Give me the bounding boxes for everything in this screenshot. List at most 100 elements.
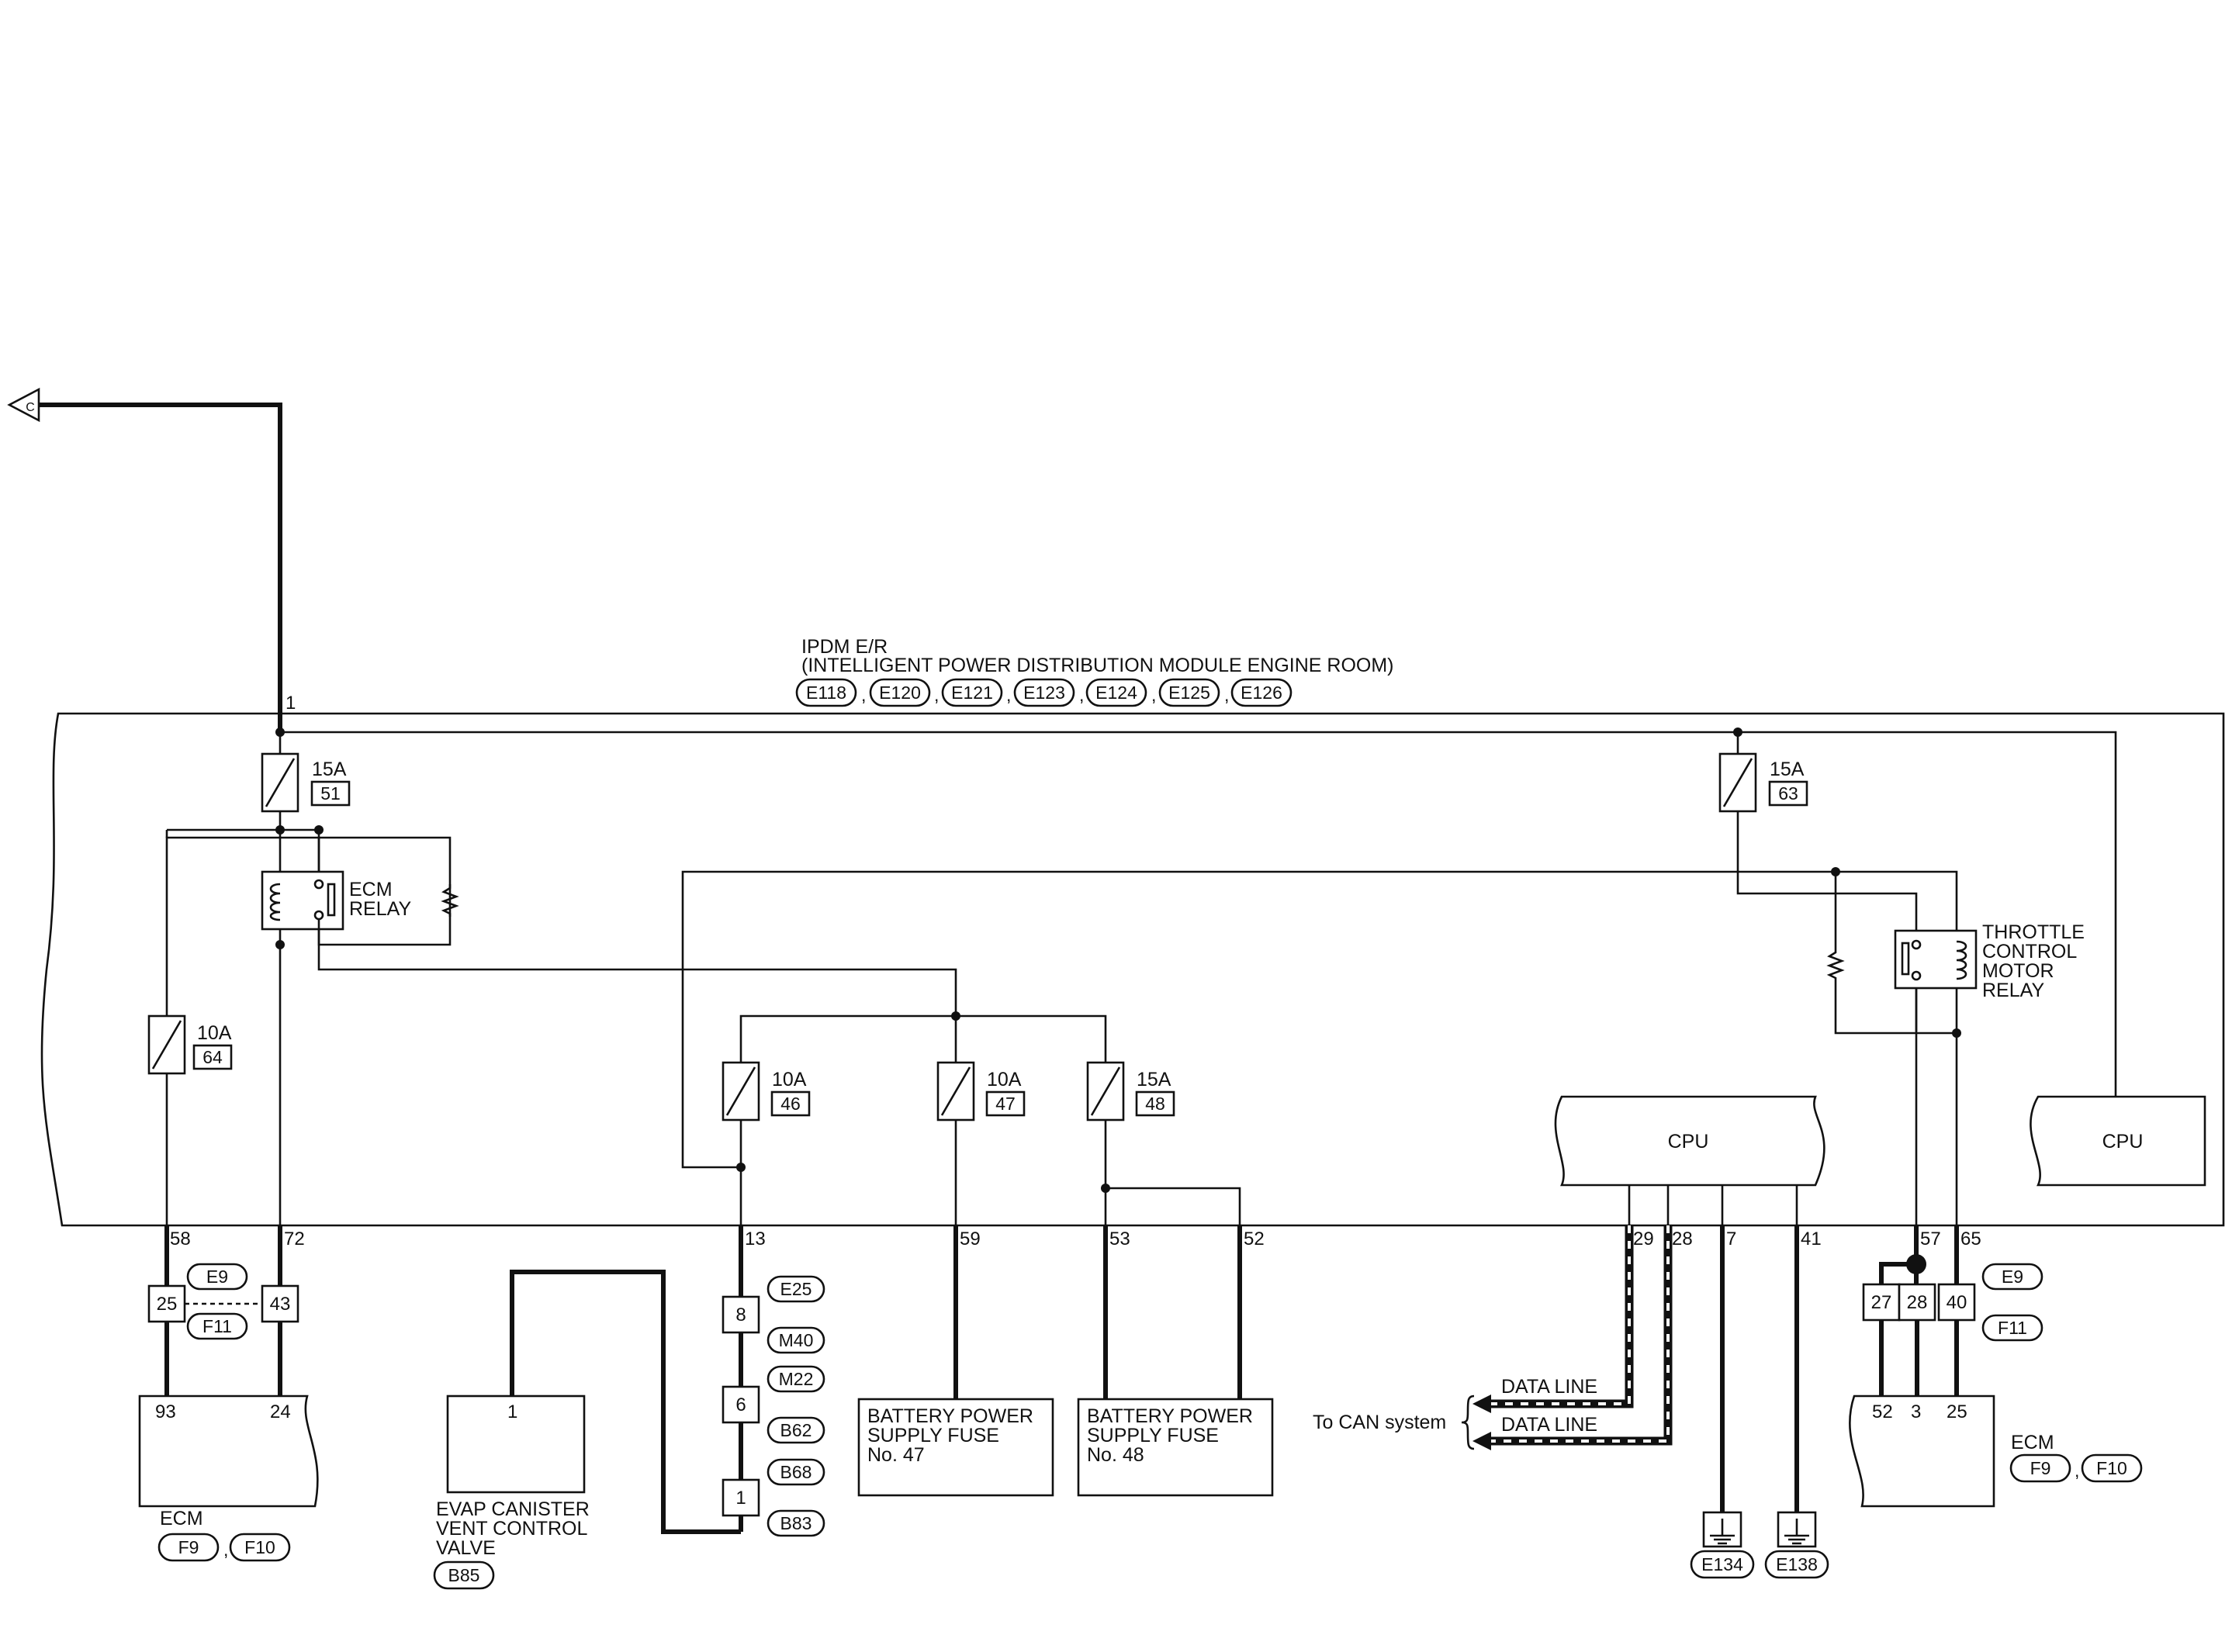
fuse-48-number: 48 <box>1145 1094 1165 1114</box>
ecm-right-label: ECM <box>2011 1432 2054 1453</box>
pin-57: 57 <box>1920 1229 1941 1249</box>
ipdm-module-outline <box>40 712 2225 1227</box>
connector-e25 <box>767 1275 825 1303</box>
connector-f9 <box>157 1533 220 1562</box>
pin-72: 72 <box>284 1229 305 1249</box>
throttle-relay-switch-icon <box>1901 942 1910 976</box>
fuse-64-number-box <box>192 1044 233 1070</box>
throttle-relay <box>1894 929 1978 990</box>
connector-e9-label: E9 <box>2002 1267 2023 1287</box>
fuse-48-element <box>1090 1066 1121 1116</box>
battery-fuse-47-body <box>857 1398 1054 1497</box>
inline-pin-8-label: 8 <box>735 1305 746 1325</box>
ecm-left-outline <box>138 1395 319 1508</box>
throttle-relay-label: CONTROL <box>1982 941 2077 963</box>
fuse-46-number-box <box>770 1090 811 1117</box>
cpu-left-label: CPU <box>1668 1131 1709 1153</box>
fuse-64-rating: 10A <box>197 1022 232 1044</box>
ecm-relay-label: RELAY <box>349 898 411 920</box>
connector-f9-label: F9 <box>178 1537 199 1557</box>
resistor-icon <box>1826 949 1845 980</box>
ipdm-connector-e126 <box>1230 678 1293 707</box>
fuse-64: 10A 64 <box>147 1014 233 1075</box>
fuse-64-number: 64 <box>202 1047 223 1067</box>
joint-pin-27 <box>1862 1283 1901 1322</box>
junction-dot <box>275 940 285 949</box>
ipdm-connector-e121 <box>941 678 1003 707</box>
pin-59: 59 <box>960 1229 981 1249</box>
joint-pin-40 <box>1937 1283 1976 1322</box>
ecm-relay <box>261 870 344 931</box>
inline-pin-1-label: 1 <box>735 1488 746 1509</box>
inline-pin-6-label: 6 <box>735 1395 746 1415</box>
connector-m40 <box>767 1326 825 1354</box>
connector-e138 <box>1764 1550 1829 1579</box>
separator-comma: , <box>1224 685 1229 705</box>
ecm-pin-24: 24 <box>270 1401 291 1422</box>
pin-58: 58 <box>170 1229 191 1249</box>
pin-65: 65 <box>1960 1229 1981 1249</box>
inline-pin-8 <box>722 1295 760 1334</box>
fuse-47-number: 47 <box>995 1094 1016 1114</box>
ecm-right: 52 3 25 ECM F9 , F10 <box>1849 1395 2143 1508</box>
connector-b85-label: B85 <box>448 1565 480 1585</box>
ground-e134: E134 <box>1690 1511 1755 1579</box>
connector-f9 <box>2009 1453 2071 1483</box>
data-line-label: DATA LINE <box>1501 1414 1597 1436</box>
connector-b85 <box>433 1560 495 1590</box>
ipdm-connector-e124-label: E124 <box>1095 683 1137 703</box>
ecm-relay-coil-icon <box>269 883 281 921</box>
data-line-label: DATA LINE <box>1501 1376 1597 1398</box>
connector-b62-label: B62 <box>780 1420 812 1440</box>
ipdm-connector-e120 <box>869 678 931 707</box>
pin-13: 13 <box>745 1229 766 1249</box>
battery-fuse-48-body <box>1077 1398 1274 1497</box>
connector-f10 <box>2081 1453 2143 1483</box>
cpu-left: CPU <box>1554 1095 1825 1187</box>
inline-pin-6 <box>722 1385 760 1424</box>
ecm-pin-25: 25 <box>1947 1401 1967 1422</box>
ground-e138: E138 <box>1764 1511 1829 1579</box>
joint-pin-27-label: 27 <box>1871 1292 1892 1313</box>
fuse-bus-wire <box>739 1014 1107 1063</box>
throttle-relay-label: MOTOR <box>1982 960 2054 982</box>
throttle-relay-coil-icon <box>1956 940 1967 980</box>
throttle-relay-contact <box>1911 970 1922 981</box>
throttle-relay-control-wire <box>681 870 1958 1169</box>
fuse-47-rating: 10A <box>987 1069 1022 1090</box>
separator-comma: , <box>1079 685 1084 705</box>
ecm-left: 93 24 ECM F9 , F10 <box>138 1395 319 1562</box>
fuse-46: 10A 46 <box>722 1061 811 1121</box>
pin-7: 7 <box>1726 1229 1736 1249</box>
battery-fuse-47-label: BATTERY POWER <box>867 1405 1033 1427</box>
joint-connector-left: 25 43 E9 F11 <box>147 1263 299 1340</box>
fuse-51-number: 51 <box>320 783 341 804</box>
pin-53: 53 <box>1109 1229 1130 1249</box>
connector-b83 <box>767 1509 825 1537</box>
battery-fuse-48-label: No. 48 <box>1087 1444 1144 1466</box>
evap-valve: 1 EVAP CANISTER VENT CONTROL VALVE B85 <box>433 1395 590 1590</box>
ipdm-connector-e121-label: E121 <box>951 683 993 703</box>
inline-connector-8: 8 E25 M40 <box>722 1275 825 1354</box>
battery-fuse-47-label: No. 47 <box>867 1444 925 1466</box>
ipdm-connector-e123 <box>1013 678 1075 707</box>
connector-f10 <box>229 1533 291 1562</box>
can-data-line-h-stripe <box>1490 1225 1631 1405</box>
offpage-connector-label: C <box>26 401 35 414</box>
cpu-left-outline <box>1554 1095 1825 1187</box>
connector-m22-label: M22 <box>779 1369 814 1389</box>
ecm-relay-switch-icon <box>327 883 336 917</box>
connector-f11-label: F11 <box>202 1316 232 1336</box>
connector-f11 <box>186 1312 248 1340</box>
joint-pin-43-label: 43 <box>270 1294 291 1315</box>
evap-valve-wire <box>510 1270 741 1534</box>
brace-icon <box>1461 1395 1475 1450</box>
cpu-right-outline <box>2030 1095 2206 1187</box>
joint-pin-28-label: 28 <box>1907 1292 1928 1313</box>
fuse-48-number-box <box>1135 1090 1175 1117</box>
connector-f11-label: F11 <box>1998 1318 2027 1338</box>
splice-dot <box>1906 1254 1926 1274</box>
evap-valve-pin: 1 <box>507 1401 517 1422</box>
fuse-47-element <box>940 1066 971 1116</box>
